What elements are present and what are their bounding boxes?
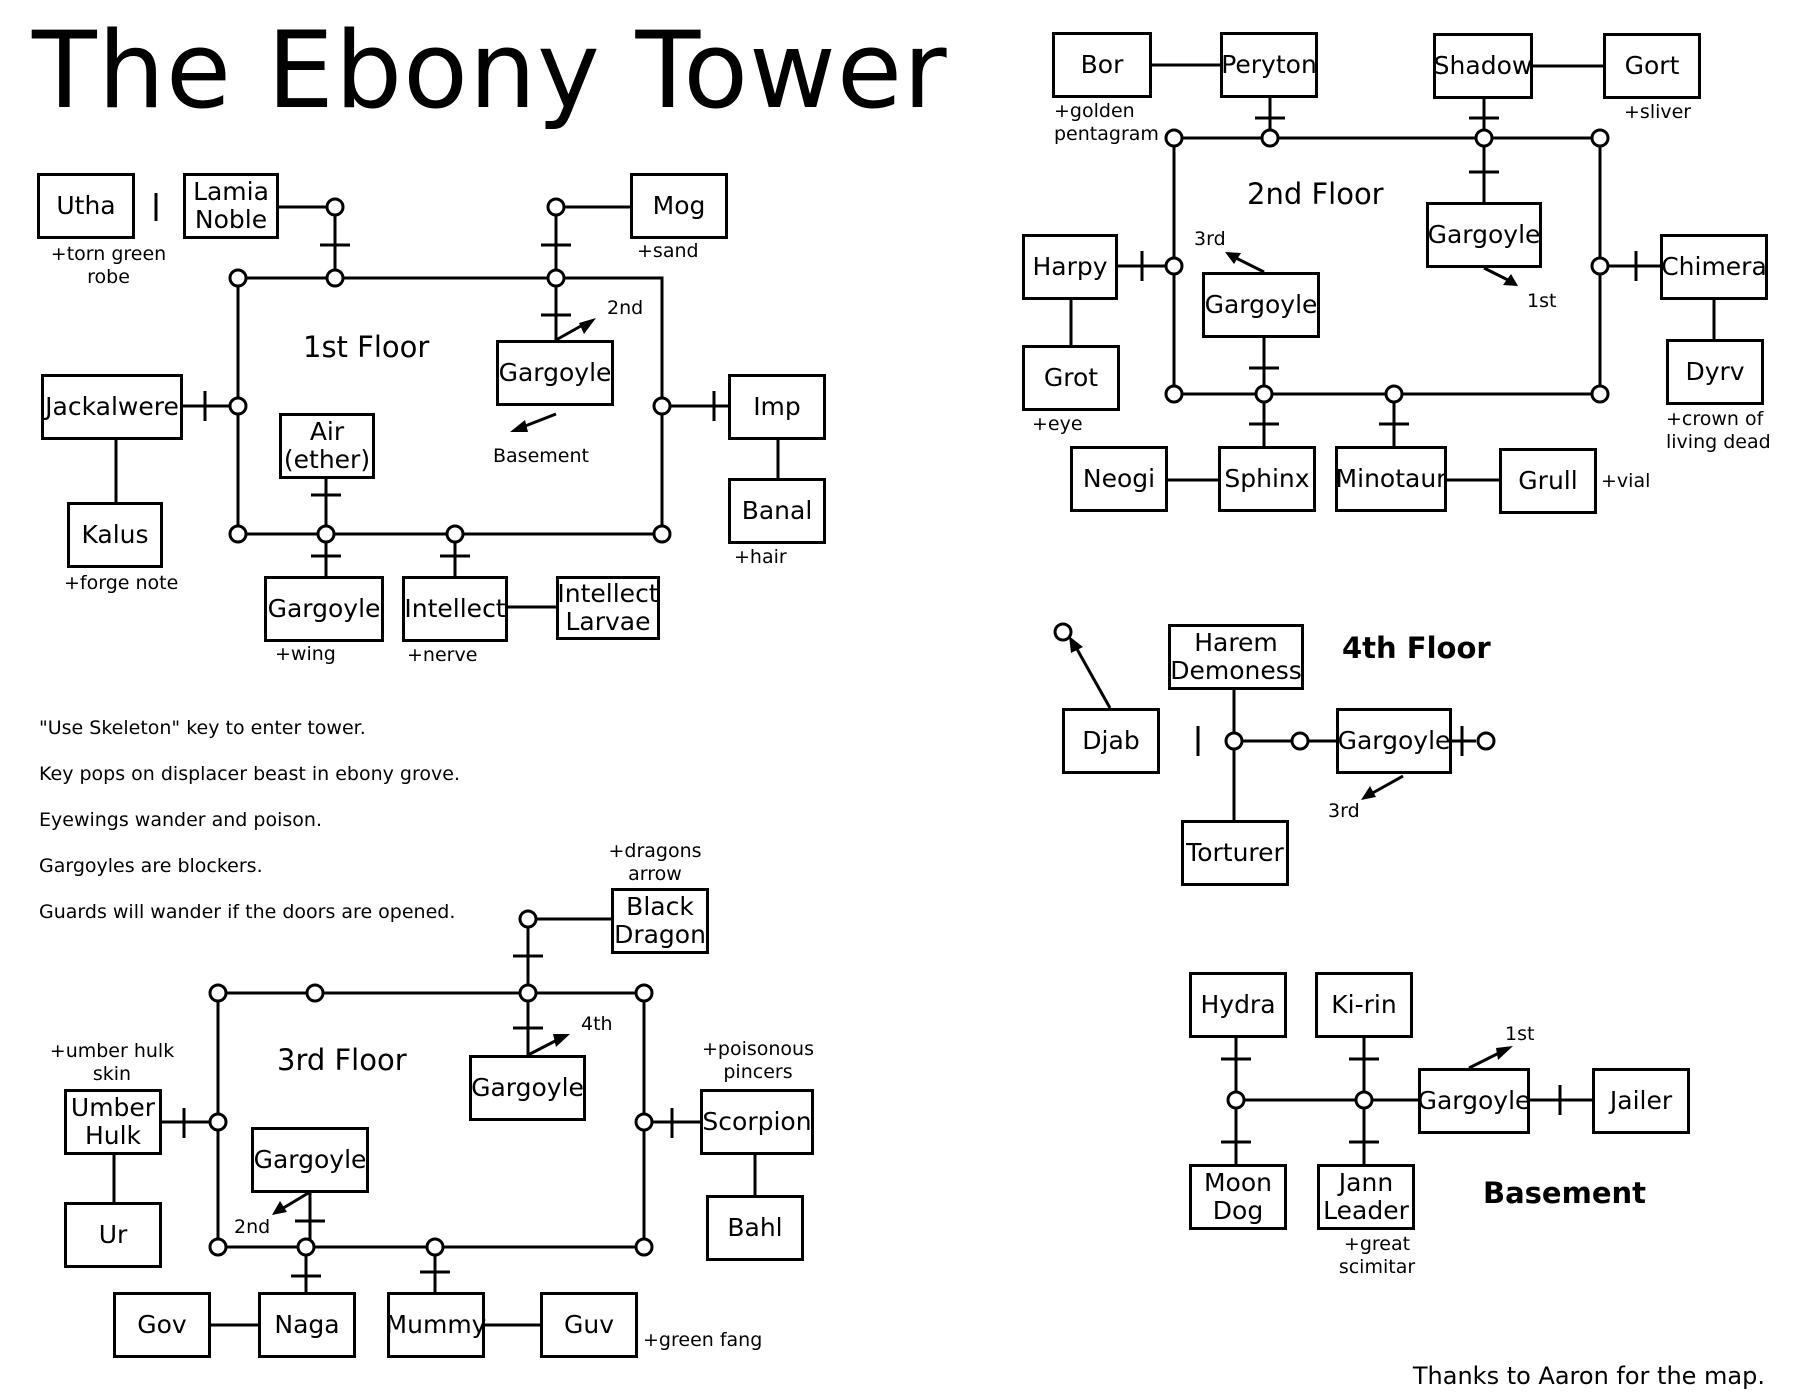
room-umber-hulk: Umber Hulk bbox=[64, 1089, 162, 1155]
room-lamia-noble: Lamia Noble bbox=[183, 173, 279, 239]
room-air-ether: Air (ether) bbox=[279, 413, 375, 479]
tip-line: "Use Skeleton" key to enter tower. bbox=[39, 717, 366, 739]
room-chimera: Chimera bbox=[1660, 234, 1768, 300]
note-intellect: +nerve bbox=[407, 644, 478, 666]
note-jann-leader: +great scimitar bbox=[1338, 1233, 1416, 1278]
room-imp: Imp bbox=[728, 374, 826, 440]
note-bor: +golden pentagram bbox=[1054, 100, 1159, 145]
note-gort: +sliver bbox=[1624, 101, 1692, 123]
room-gov: Gov bbox=[113, 1292, 211, 1358]
note-mog: +sand bbox=[637, 240, 699, 262]
room-peryton: Peryton bbox=[1220, 32, 1318, 98]
note-scorpion: +poisonous pincers bbox=[701, 1038, 814, 1083]
room-kalus: Kalus bbox=[67, 502, 163, 568]
note-black-dragon: +dragons arrow bbox=[608, 840, 702, 885]
direction-up-4th: 4th bbox=[581, 1013, 613, 1035]
room-grot: Grot bbox=[1022, 345, 1120, 411]
room-shadow: Shadow bbox=[1433, 33, 1533, 99]
room-dyrv: Dyrv bbox=[1666, 339, 1764, 405]
room-mog: Mog bbox=[630, 173, 728, 239]
room-naga: Naga bbox=[258, 1292, 356, 1358]
note-umber-hulk: +umber hulk skin bbox=[49, 1040, 175, 1085]
direction-down-1st: 1st bbox=[1527, 290, 1557, 312]
note-grot: +eye bbox=[1032, 413, 1083, 435]
note-dyrv: +crown of living dead bbox=[1666, 408, 1771, 453]
room-jann-leader: Jann Leader bbox=[1317, 1164, 1415, 1230]
note-utha: +torn green robe bbox=[50, 243, 167, 288]
direction-up-3rd: 3rd bbox=[1194, 228, 1226, 250]
note-kalus: +forge note bbox=[64, 572, 179, 594]
room-gargoyle-3rd-up: Gargoyle bbox=[469, 1055, 586, 1121]
room-gargoyle-4th: Gargoyle bbox=[1336, 708, 1452, 774]
room-banal: Banal bbox=[728, 478, 826, 544]
room-gort: Gort bbox=[1603, 33, 1701, 99]
room-djab: Djab bbox=[1062, 708, 1160, 774]
direction-up-2nd: 2nd bbox=[607, 297, 644, 319]
tip-line: Key pops on displacer beast in ebony gro… bbox=[39, 763, 460, 785]
room-harem-demoness: Harem Demoness bbox=[1168, 624, 1304, 690]
room-intellect-larvae: Intellect Larvae bbox=[556, 576, 660, 640]
basement-label: Basement bbox=[1483, 1176, 1646, 1210]
page-title: The Ebony Tower bbox=[32, 9, 948, 132]
room-sphinx: Sphinx bbox=[1218, 446, 1316, 512]
room-mummy: Mummy bbox=[386, 1292, 486, 1358]
room-guv: Guv bbox=[540, 1292, 638, 1358]
room-gargoyle-3rd-down: Gargoyle bbox=[251, 1127, 369, 1193]
room-gargoyle-1st-center: Gargoyle bbox=[496, 340, 614, 406]
room-neogi: Neogi bbox=[1070, 446, 1168, 512]
direction-down-3rd: 3rd bbox=[1328, 800, 1360, 822]
room-harpy: Harpy bbox=[1022, 234, 1118, 300]
tip-line: Gargoyles are blockers. bbox=[39, 855, 263, 877]
room-jailer: Jailer bbox=[1592, 1068, 1690, 1134]
note-grull: +vial bbox=[1601, 470, 1651, 492]
room-intellect: Intellect bbox=[402, 576, 508, 642]
room-jackalwere: Jackalwere bbox=[41, 374, 183, 440]
tip-line: Eyewings wander and poison. bbox=[39, 809, 322, 831]
room-utha: Utha bbox=[37, 173, 135, 239]
direction-down-basement: Basement bbox=[493, 445, 589, 467]
note-banal: +hair bbox=[734, 546, 787, 568]
room-ki-rin: Ki-rin bbox=[1315, 972, 1413, 1038]
room-grull: Grull bbox=[1499, 448, 1597, 514]
room-moon-dog: Moon Dog bbox=[1189, 1164, 1287, 1230]
room-bahl: Bahl bbox=[706, 1195, 804, 1261]
second-floor-label: 2nd Floor bbox=[1247, 177, 1384, 211]
direction-down-2nd: 2nd bbox=[234, 1216, 271, 1238]
room-torturer: Torturer bbox=[1181, 820, 1289, 886]
room-gargoyle-2nd-down: Gargoyle bbox=[1426, 202, 1542, 268]
room-bor: Bor bbox=[1052, 32, 1152, 98]
first-floor-label: 1st Floor bbox=[303, 330, 430, 364]
room-gargoyle-2nd-up: Gargoyle bbox=[1202, 272, 1320, 338]
note-gargoyle-wing: +wing bbox=[275, 643, 336, 665]
room-minotaur: Minotaur bbox=[1335, 446, 1447, 512]
fourth-floor-label: 4th Floor bbox=[1342, 631, 1491, 665]
room-gargoyle-basement: Gargoyle bbox=[1418, 1068, 1530, 1134]
room-black-dragon: Black Dragon bbox=[611, 888, 709, 954]
note-guv: +green fang bbox=[643, 1329, 763, 1351]
first-floor-outline bbox=[236, 276, 664, 536]
third-floor-label: 3rd Floor bbox=[277, 1043, 407, 1077]
room-hydra: Hydra bbox=[1189, 972, 1287, 1038]
room-gargoyle-1st-south: Gargoyle bbox=[264, 576, 384, 642]
credit-text: Thanks to Aaron for the map. bbox=[1412, 1362, 1765, 1390]
room-scorpion: Scorpion bbox=[700, 1089, 814, 1155]
tip-line: Guards will wander if the doors are open… bbox=[39, 901, 456, 923]
direction-up-1st: 1st bbox=[1505, 1023, 1535, 1045]
room-ur: Ur bbox=[64, 1202, 162, 1268]
